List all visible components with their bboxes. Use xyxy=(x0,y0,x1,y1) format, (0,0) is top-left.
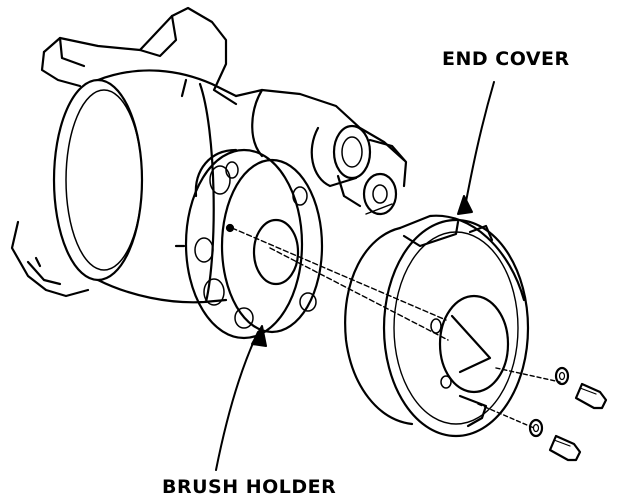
leader-arrows xyxy=(215,81,495,471)
shaft-alignment-lines xyxy=(231,203,449,341)
end-cover-leader xyxy=(463,81,495,213)
motor-housing xyxy=(52,69,238,304)
brush-holder-leader xyxy=(215,331,259,471)
end-cover xyxy=(344,214,530,438)
brush-holder xyxy=(174,148,324,340)
washer-lower xyxy=(528,418,544,438)
brush-holder-label: BRUSH HOLDER xyxy=(162,476,337,498)
washer-upper xyxy=(554,366,570,386)
bolt-upper xyxy=(574,382,608,410)
end-cover-label: END COVER xyxy=(442,48,570,70)
solenoid xyxy=(234,88,408,216)
bolt-lower xyxy=(548,434,582,462)
mounting-flange xyxy=(10,6,238,298)
washers-and-bolts xyxy=(477,366,608,462)
